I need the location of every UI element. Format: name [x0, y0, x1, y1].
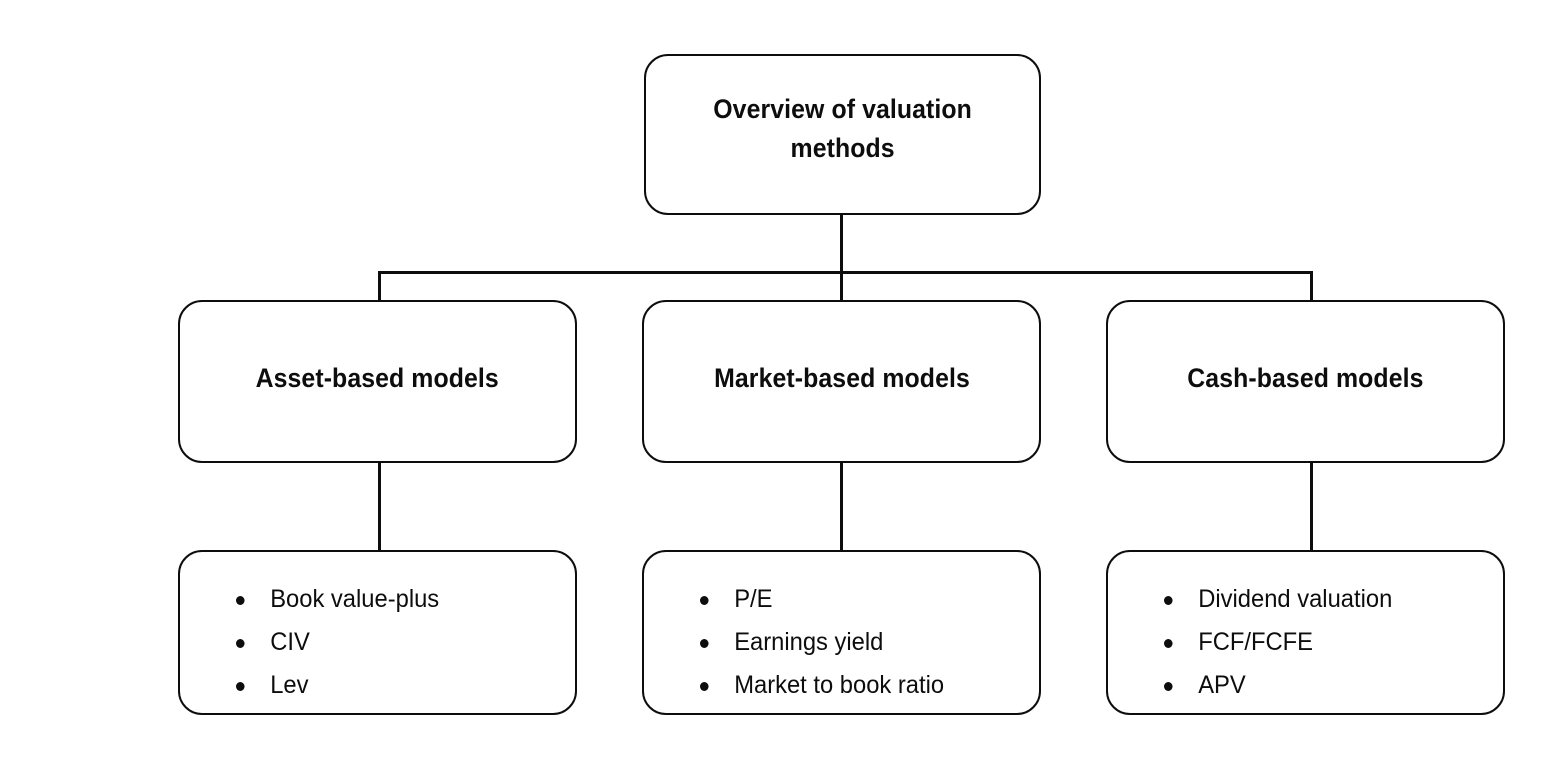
category-label-asset-based: Asset-based models: [255, 362, 500, 393]
category-label-cash-based: Cash-based models: [1187, 362, 1424, 393]
asset-based-method-list: Book value-plus CIV Lev: [180, 552, 450, 707]
list-item: Dividend valuation: [1164, 578, 1392, 621]
list-item: P/E: [700, 578, 944, 621]
list-item: Book value-plus: [236, 578, 439, 621]
list-item: Earnings yield: [700, 621, 944, 664]
category-label-market-based: Market-based models: [713, 362, 970, 393]
cash-based-method-list: Dividend valuation FCF/FCFE APV: [1108, 552, 1404, 707]
node-cash-based-models: Cash-based models: [1106, 300, 1505, 463]
connector-horizontal-bus: [378, 271, 1313, 274]
node-market-based-models: Market-based models: [642, 300, 1041, 463]
connector-bus-to-market-based: [840, 271, 843, 302]
connector-cash-based-to-list: [1310, 462, 1313, 552]
list-item: CIV: [236, 621, 439, 664]
node-asset-based-models: Asset-based models: [178, 300, 577, 463]
connector-market-based-to-list: [840, 462, 843, 552]
node-cash-based-methods-list: Dividend valuation FCF/FCFE APV: [1106, 550, 1505, 715]
connector-asset-based-to-list: [378, 462, 381, 552]
list-item: APV: [1164, 664, 1392, 707]
node-asset-based-methods-list: Book value-plus CIV Lev: [178, 550, 577, 715]
connector-bus-to-cash-based: [1310, 271, 1313, 302]
list-item: Market to book ratio: [700, 664, 944, 707]
list-item: FCF/FCFE: [1164, 621, 1392, 664]
root-node-label: Overview of valuation methods: [713, 94, 972, 164]
market-based-method-list: P/E Earnings yield Market to book ratio: [644, 552, 957, 707]
node-market-based-methods-list: P/E Earnings yield Market to book ratio: [642, 550, 1041, 715]
node-overview-of-valuation-methods: Overview of valuation methods: [644, 54, 1041, 215]
connector-bus-to-asset-based: [378, 271, 381, 302]
connector-root-stem: [840, 215, 843, 273]
list-item: Lev: [236, 664, 439, 707]
